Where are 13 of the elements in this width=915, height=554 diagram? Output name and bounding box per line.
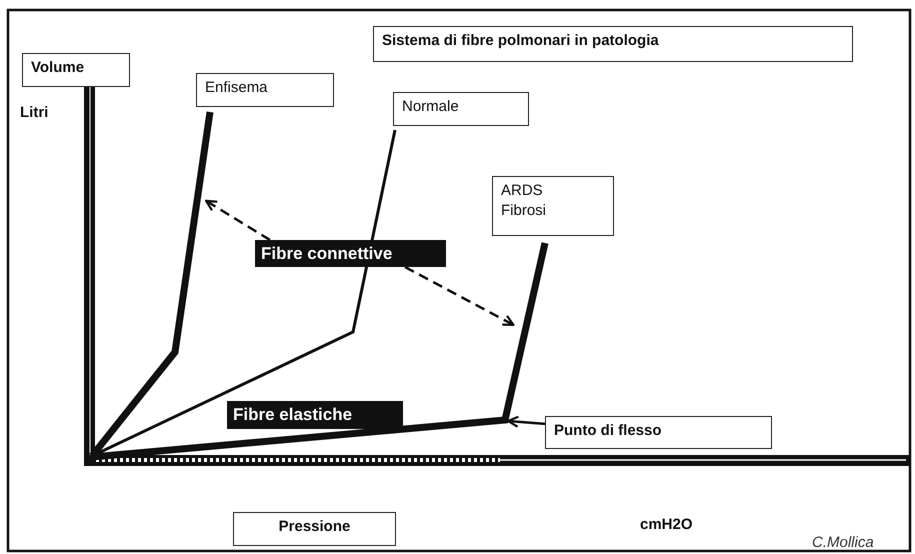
arrow xyxy=(506,416,546,428)
label-box: Punto di flesso xyxy=(545,416,772,449)
author-credit: C.Mollica xyxy=(812,534,874,551)
label-box: Enfisema xyxy=(196,73,334,107)
dashed-arrow xyxy=(204,200,271,242)
label-box: Pressione xyxy=(233,512,396,546)
title-box: Sistema di fibre polmonari in patologia xyxy=(373,26,853,62)
label-box: Normale xyxy=(393,92,529,126)
dashed-arrow xyxy=(404,266,515,326)
axis-unit: Litri xyxy=(20,104,48,121)
label-box: ARDS Fibrosi xyxy=(492,176,614,236)
axis-unit: cmH2O xyxy=(640,516,693,533)
label-box: Volume xyxy=(22,53,130,87)
